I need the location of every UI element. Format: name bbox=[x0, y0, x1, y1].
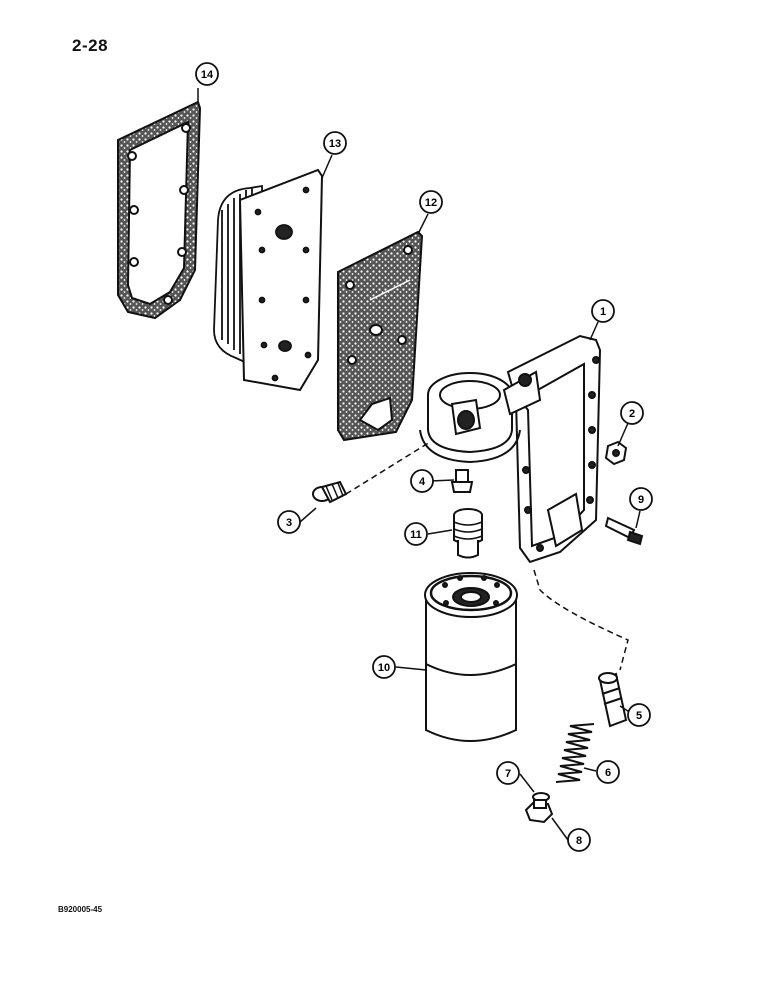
callout-12-label: 12 bbox=[425, 197, 437, 209]
callout-10-label: 10 bbox=[378, 662, 390, 674]
adapter-part-11 bbox=[453, 508, 483, 559]
bolt-part-9 bbox=[604, 516, 644, 546]
callout-10: 10 bbox=[372, 655, 396, 679]
callout-9: 9 bbox=[629, 487, 653, 511]
callout-11-label: 11 bbox=[410, 529, 422, 541]
callout-7-label: 7 bbox=[505, 768, 511, 780]
callout-13: 13 bbox=[323, 131, 347, 155]
callout-2-label: 2 bbox=[629, 408, 635, 420]
callout-14-label: 14 bbox=[201, 69, 214, 81]
callout-14: 14 bbox=[195, 62, 219, 86]
callout-8-label: 8 bbox=[576, 835, 582, 847]
valve-part-5 bbox=[598, 672, 628, 728]
callout-13-label: 13 bbox=[329, 138, 341, 150]
plug-part-8 bbox=[524, 799, 554, 824]
oil-filter-part-10 bbox=[424, 572, 518, 742]
callout-5-label: 5 bbox=[636, 710, 642, 722]
callout-4: 4 bbox=[410, 469, 434, 493]
fitting-part-4 bbox=[450, 469, 474, 493]
plug-part-3 bbox=[312, 480, 348, 504]
page-number: 2-28 bbox=[72, 36, 109, 55]
spring-part-6 bbox=[555, 723, 595, 783]
gasket-part-12 bbox=[337, 230, 424, 442]
leader-lines bbox=[197, 88, 641, 841]
callout-3-label: 3 bbox=[286, 517, 292, 529]
figure-code: B920005-45 bbox=[58, 905, 103, 914]
callout-2: 2 bbox=[620, 401, 644, 425]
callout-4-label: 4 bbox=[419, 476, 426, 488]
callout-3: 3 bbox=[277, 510, 301, 534]
filter-head-part-1 bbox=[419, 334, 602, 564]
callout-11: 11 bbox=[404, 522, 428, 546]
callout-5: 5 bbox=[627, 703, 651, 727]
callout-8: 8 bbox=[567, 828, 591, 852]
callout-1-label: 1 bbox=[600, 306, 606, 318]
callout-6-label: 6 bbox=[605, 767, 611, 779]
gasket-part-14 bbox=[117, 100, 202, 320]
oil-cooler-part-13 bbox=[213, 168, 324, 392]
callout-12: 12 bbox=[419, 190, 443, 214]
callout-7: 7 bbox=[496, 761, 520, 785]
assembly-lines bbox=[345, 441, 629, 671]
callout-9-label: 9 bbox=[638, 494, 644, 506]
callout-1: 1 bbox=[591, 299, 615, 323]
callout-6: 6 bbox=[596, 760, 620, 784]
nut-part-2 bbox=[604, 440, 628, 466]
